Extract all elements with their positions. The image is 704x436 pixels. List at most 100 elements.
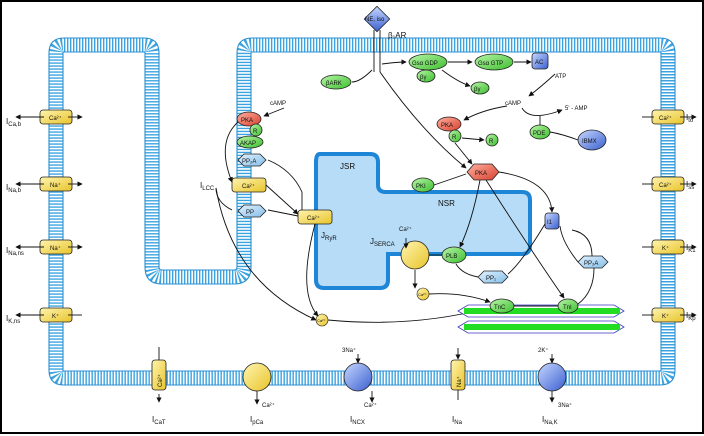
iss-label: Iss xyxy=(686,180,694,191)
gsa-gdp-label: Gsα GDP xyxy=(412,61,438,67)
ryr-channel-label: Ca²⁺ xyxy=(307,215,320,222)
akap-label: AKAP xyxy=(240,141,256,147)
bark-label: βARK xyxy=(326,81,342,87)
pka-mid-node xyxy=(436,116,462,132)
pp2a-lcc-label: PP₂A xyxy=(242,159,256,165)
serca-pump xyxy=(400,240,430,270)
channel-right4-label: K⁺ xyxy=(662,313,669,320)
pki-label: PKI xyxy=(416,184,426,190)
pp2a-right-label: PP₂A xyxy=(584,261,598,267)
channel-left4-label: K⁺ xyxy=(52,313,59,320)
bark-node xyxy=(320,74,352,90)
camp-left-label: cAMP xyxy=(270,101,286,107)
i1-label: I1 xyxy=(547,220,553,226)
channel-ikns: K⁺ xyxy=(15,307,82,323)
channel-icat: Ca²⁺ xyxy=(151,347,167,403)
pump-nak: 2K⁺ 3Na⁺ xyxy=(537,347,572,409)
r-lcc-node xyxy=(249,123,263,137)
channel-ikp: K⁺ xyxy=(642,307,697,323)
tnc-label: TnC xyxy=(494,305,506,311)
exchanger-ncx: 3Na⁺ Ca²⁺ xyxy=(342,347,377,409)
lcc-channel-label: Ca²⁺ xyxy=(242,183,255,190)
jserca-label: JSERCA xyxy=(370,237,395,248)
five-amp-label: 5' - AMP xyxy=(565,106,588,112)
pde-label: PDE xyxy=(533,131,545,137)
channel-inans: Na⁺ xyxy=(15,239,83,255)
ipca-label: IpCa xyxy=(250,415,264,426)
atp-label: ATP xyxy=(555,74,566,80)
pka-cat-label: PKA xyxy=(475,171,487,177)
gby-2-label: βγ xyxy=(474,87,480,93)
channel-iss: Ca²⁺ xyxy=(642,176,697,192)
pp-lcc-label: PP xyxy=(246,210,254,216)
ac-label: AC xyxy=(535,60,544,66)
icat-label: ICaT xyxy=(152,415,166,426)
i1-node xyxy=(544,212,560,230)
ik1-label: IK1 xyxy=(686,243,696,254)
gsa-gtp-node xyxy=(474,53,514,71)
pp2a-right-node xyxy=(577,255,609,269)
gby-node-2 xyxy=(470,81,490,95)
channel-left2-label: Na⁺ xyxy=(50,182,61,189)
akap-node xyxy=(236,135,264,149)
ikp-label: IKp xyxy=(686,311,696,322)
nsr-label: NSR xyxy=(438,199,455,208)
pp1-label: PP₁ xyxy=(486,276,496,282)
ca-small-label: Ca²⁺ xyxy=(418,292,427,297)
r-mid-1-label: R xyxy=(452,135,457,141)
r-mid-2-label: R xyxy=(489,139,494,145)
beta1-receptor: NE, iso β₁AR xyxy=(363,5,407,72)
r-mid-node-1 xyxy=(448,129,462,143)
myofilament xyxy=(457,304,625,334)
ca-left-label: Ca²⁺ xyxy=(317,318,326,323)
r-mid-node-2 xyxy=(485,133,499,147)
channel-right3-label: K⁺ xyxy=(662,245,669,252)
ina-label: INa xyxy=(452,415,463,426)
channel-right1-label: Ca²⁺ xyxy=(659,115,672,122)
pp1-node xyxy=(477,270,509,284)
beta1ar-label: β₁AR xyxy=(388,31,407,40)
inab-label: INa,b xyxy=(6,183,22,194)
plb-label: PLB xyxy=(446,254,457,260)
ncx-out-label: Ca²⁺ xyxy=(364,402,377,409)
pka-mid-label: PKA xyxy=(441,123,453,129)
ca-serca-label: Ca²⁺ xyxy=(399,226,412,233)
pca-ion-label: Ca²⁺ xyxy=(262,402,275,409)
channel-cat-label: Ca²⁺ xyxy=(157,374,164,387)
icab-label: ICa,b xyxy=(6,117,22,128)
ac-node xyxy=(531,52,549,70)
ibmx-label: IBMX xyxy=(582,139,597,145)
r-lcc-label: R xyxy=(253,129,258,135)
channel-ito: Ca²⁺ xyxy=(642,109,697,125)
gby-node-1 xyxy=(416,69,436,83)
channel-inab: Na⁺ xyxy=(15,176,83,192)
pump-ipca: Ca²⁺ xyxy=(242,362,275,409)
channel-na-label: Na⁺ xyxy=(456,376,463,387)
jsr-label: JSR xyxy=(340,162,355,171)
channel-left3-label: Na⁺ xyxy=(50,245,61,252)
channel-icab: Ca²⁺ xyxy=(15,109,83,125)
plasma-membrane xyxy=(48,37,676,386)
ito-label: Ito xyxy=(686,113,694,124)
inak-label: INa,K xyxy=(542,415,558,426)
ne-iso-label: NE, iso xyxy=(365,17,385,23)
pp2a-lcc-node xyxy=(237,153,267,167)
nak-in-label: 2K⁺ xyxy=(538,347,549,354)
channel-ina: Na⁺ xyxy=(450,348,466,400)
channel-ik1: K⁺ xyxy=(642,239,697,255)
incx-label: INCX xyxy=(350,415,365,426)
channel-right2-label: Ca²⁺ xyxy=(659,182,672,189)
inans-label: INa,ns xyxy=(6,246,24,257)
ncx-in-label: 3Na⁺ xyxy=(342,347,356,354)
pp-lcc-node xyxy=(237,204,267,218)
channel-left1-label: Ca²⁺ xyxy=(49,115,62,122)
ikns-label: IK,ns xyxy=(6,314,20,325)
tni-label: TnI xyxy=(563,305,572,311)
pka-lcc-node xyxy=(236,111,262,127)
sarcoplasmic-reticulum xyxy=(314,152,532,290)
nak-out-label: 3Na⁺ xyxy=(558,402,572,409)
camp-mid-label: cAMP xyxy=(505,101,521,107)
jryr-label: JRyR xyxy=(321,231,337,242)
gby-1-label: βγ xyxy=(420,75,426,81)
